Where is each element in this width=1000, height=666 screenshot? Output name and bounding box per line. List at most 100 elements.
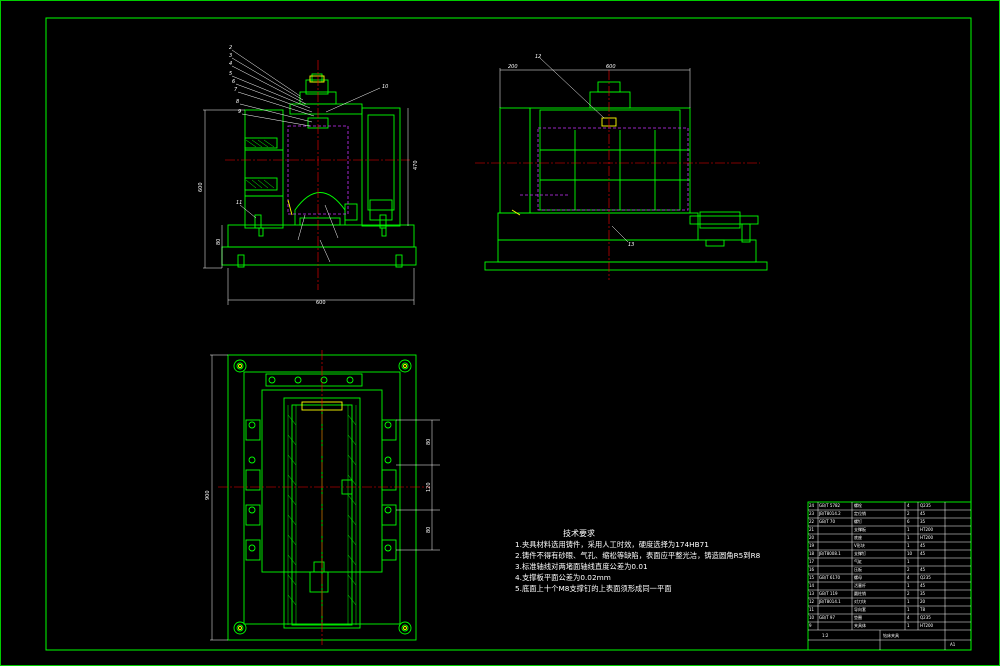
title-block-part-cell: 定位销: [854, 511, 866, 516]
balloon-7: 7: [234, 87, 238, 93]
title-block-material-cell: HT200: [920, 527, 934, 532]
title-block-qty-cell: 1: [907, 543, 910, 548]
side-view-highlight: [511, 117, 617, 216]
title-block-no-cell: 13: [809, 591, 815, 596]
title-block-material-cell: Q235: [920, 503, 931, 508]
title-block-material-cell: 45: [920, 551, 926, 556]
side-view-text: 12 13 200 600: [508, 54, 634, 248]
title-block-no-cell: 18: [809, 551, 815, 556]
title-block-part-cell: 底座: [854, 535, 862, 540]
title-block-part-cell: 垫圈: [854, 615, 862, 620]
balloon-11: 11: [236, 200, 242, 206]
dim-plan-height: 900: [205, 490, 211, 500]
title-block-part-cell: 螺钉: [854, 519, 862, 524]
title-block-part-cell: 夹具体: [854, 623, 866, 628]
title-block-qty-cell: 1: [907, 623, 910, 628]
title-block-material-cell: 35: [920, 519, 926, 524]
title-block-qty-cell: 1: [907, 535, 910, 540]
dim-plan-pitch-b: 120: [426, 482, 432, 492]
title-block-code-cell: JB/T8008.1: [819, 551, 841, 556]
technical-note-4: 4.支撑板平面公差为0.02mm: [515, 573, 611, 582]
title-block-no-cell: 16: [809, 567, 815, 572]
technical-notes-title: 技术要求: [563, 529, 595, 538]
plan-view-chains: [287, 405, 357, 625]
title-block-no-cell: 14: [809, 583, 815, 588]
dim-right-height: 470: [413, 160, 419, 170]
title-block-no-cell: 24: [809, 503, 815, 508]
title-block-qty-cell: 2: [907, 591, 910, 596]
balloon-10: 10: [382, 84, 388, 90]
dim-base-height: 80: [216, 239, 222, 245]
dim-side-top-width: 600: [606, 64, 616, 70]
balloon-5: 5: [229, 71, 232, 77]
title-block-code-cell: GB/T 5782: [819, 503, 841, 508]
title-block-material-cell: 45: [920, 543, 926, 548]
title-block-material-cell: HT200: [920, 535, 934, 540]
title-block-no-cell: 23: [809, 511, 815, 516]
title-block-qty-cell: 10: [907, 551, 913, 556]
title-block-material-cell: 20: [920, 599, 926, 604]
front-view-highlight: [287, 75, 325, 216]
dim-overall-height: 600: [198, 182, 204, 192]
dim-side-top-left: 200: [508, 64, 518, 70]
title-block-name: 钻床夹具: [883, 633, 899, 638]
front-view-dimensions: [203, 49, 415, 305]
dim-overall-width: 600: [316, 300, 326, 306]
side-view-centerlines: [475, 70, 760, 280]
title-block-qty-cell: 6: [907, 519, 910, 524]
title-block-code-cell: JB/T8014.2: [819, 511, 841, 516]
title-block-part-cell: 支撑钉: [854, 551, 866, 556]
title-block-part-cell: 螺母: [854, 575, 862, 580]
title-block-material-cell: 45: [920, 567, 926, 572]
title-block-part-cell: 圆柱销: [854, 591, 866, 596]
dim-plan-pitch-c: 80: [426, 527, 432, 533]
title-block-material-cell: HT200: [920, 623, 934, 628]
side-view: [484, 81, 768, 271]
title-block-material-cell: 45: [920, 511, 926, 516]
title-block-part-cell: 活塞杆: [854, 583, 866, 588]
title-block-no-cell: 21: [809, 527, 815, 532]
plan-view-dimensions: [210, 354, 440, 641]
front-view-centerlines: [225, 60, 410, 290]
dim-plan-pitch-a: 80: [426, 439, 432, 445]
balloon-3: 3: [229, 53, 232, 59]
title-block-qty-cell: 4: [907, 615, 910, 620]
technical-note-1: 1.夹具材料选用铸件，采用人工时效，硬度选择为174HB71: [515, 540, 709, 549]
title-block-qty-cell: 1: [907, 607, 910, 612]
title-block-part-cell: 导向套: [854, 607, 866, 612]
title-block-code-cell: JB/T8014.1: [819, 599, 841, 604]
technical-note-2: 2.铸件不得有砂眼、气孔、缩松等缺陷，表面应平整光洁，铸造圆角R5到R8: [515, 551, 761, 560]
balloon-8: 8: [236, 99, 239, 105]
title-block-qty-cell: 4: [907, 575, 910, 580]
title-block-part-cell: 对刀块: [854, 599, 866, 604]
title-block-no-cell: 11: [809, 607, 815, 612]
title-block-sheet: A1: [950, 642, 956, 647]
title-block-qty-cell: 1: [907, 599, 910, 604]
title-block-code-cell: GB/T 6170: [819, 575, 841, 580]
title-block-part-cell: 支撑板: [854, 527, 866, 532]
title-block-part-cell: V形块: [854, 543, 865, 548]
title-block-scale: 1:2: [822, 633, 829, 638]
title-block-no-cell: 9: [809, 623, 812, 628]
plan-view-highlight: [238, 364, 407, 630]
title-block-qty-cell: 2: [907, 567, 910, 572]
balloon-4: 4: [229, 61, 232, 67]
side-view-dimensions: [499, 57, 691, 243]
title-block-material-cell: T8: [920, 607, 925, 612]
balloon-6: 6: [232, 79, 235, 85]
front-view-dim-text: 600 600 80 470: [198, 160, 419, 306]
front-view: [221, 73, 417, 268]
technical-note-5: 5.底面上十个M8支撑钉的上表面须形成同一平面: [515, 584, 672, 593]
title-block-no-cell: 15: [809, 575, 815, 580]
title-block-no-cell: 19: [809, 543, 815, 548]
title-block: [807, 501, 972, 651]
technical-note-3: 3.标准轴线对两堵面轴线直度公差为0.01: [515, 562, 648, 571]
title-block-material-cell: 35: [920, 591, 926, 596]
title-block-material-cell: Q235: [920, 575, 931, 580]
title-block-part-cell: 压板: [854, 567, 862, 572]
title-block-material-cell: 45: [920, 583, 926, 588]
title-block-no-cell: 12: [809, 599, 815, 604]
plan-view-centerlines: [218, 350, 430, 645]
title-block-qty-cell: 1: [907, 527, 910, 532]
balloon-2: 2: [229, 45, 232, 51]
